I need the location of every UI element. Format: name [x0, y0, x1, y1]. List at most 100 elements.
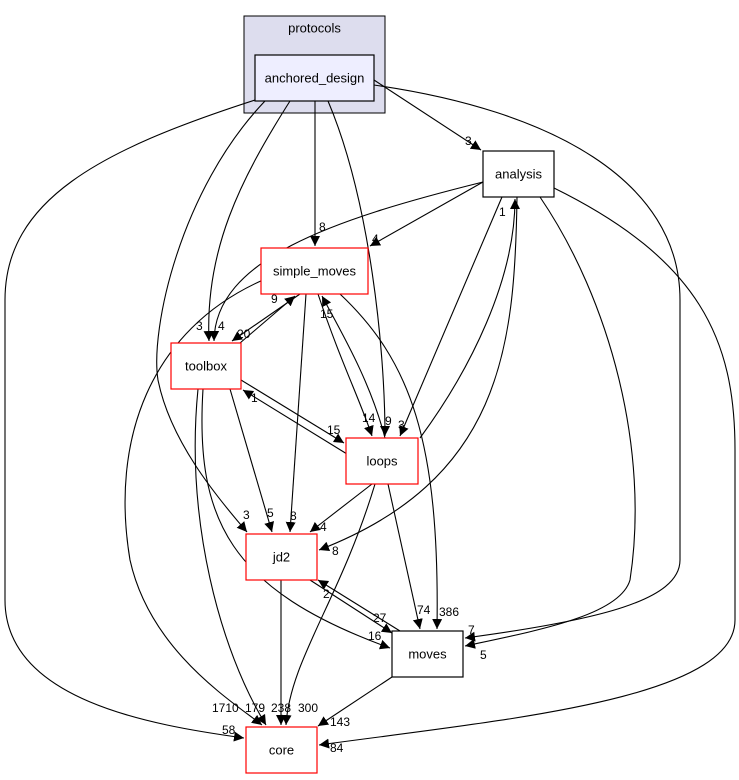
node-label: jd2: [272, 549, 290, 564]
node-jd2[interactable]: jd2: [245, 533, 318, 581]
edge-line: [327, 100, 390, 437]
edge-label[interactable]: 8: [290, 509, 297, 523]
edge-label[interactable]: 9: [271, 292, 278, 306]
edge-label[interactable]: 4: [320, 520, 327, 534]
node-box: [170, 342, 242, 390]
edge-analysis-to-toolbox[interactable]: [209, 181, 484, 342]
edge-label[interactable]: 1710: [212, 701, 239, 715]
edge-label[interactable]: 58: [222, 723, 236, 737]
edge-analysis-to-jd2[interactable]: [318, 196, 518, 552]
edge-anchored_design-to-core[interactable]: [4, 99, 256, 742]
edge-label[interactable]: 3: [398, 418, 405, 432]
edge-label[interactable]: 238: [271, 701, 291, 715]
edge-label[interactable]: 27: [373, 611, 387, 625]
edge-line: [242, 389, 348, 455]
node-toolbox[interactable]: toolbox: [170, 342, 242, 390]
edge-label[interactable]: 8: [319, 220, 326, 234]
edge-moves-to-core[interactable]: [317, 676, 393, 727]
edge-moves-to-jd2[interactable]: [317, 579, 401, 632]
edge-analysis-to-core[interactable]: [318, 187, 736, 749]
edge-label[interactable]: 1: [251, 391, 258, 405]
edge-anchored_design-to-moves[interactable]: [373, 84, 681, 642]
node-anchored_design[interactable]: anchored_design: [254, 54, 375, 102]
edge-analysis-to-simple_moves[interactable]: [369, 181, 484, 247]
edge-label[interactable]: 3: [465, 134, 472, 148]
edge-simple_moves-to-core[interactable]: [124, 279, 264, 726]
edge-label[interactable]: 20: [237, 327, 251, 341]
edge-analysis-to-moves[interactable]: [464, 196, 636, 649]
edge-label[interactable]: 15: [320, 307, 334, 321]
edge-label[interactable]: 143: [330, 715, 350, 729]
edge-anchored_design-to-jd2[interactable]: [156, 100, 266, 533]
cluster-label: protocols: [288, 20, 341, 35]
edge-toolbox-to-jd2[interactable]: [229, 388, 274, 533]
edge-loops-to-simple_moves[interactable]: [321, 295, 386, 439]
edge-label[interactable]: 3: [243, 508, 250, 522]
node-analysis[interactable]: analysis: [482, 150, 555, 198]
edge-line: [419, 198, 520, 439]
edge-toolbox-to-loops[interactable]: [240, 379, 345, 444]
edge-loops-to-analysis[interactable]: [419, 198, 520, 439]
edge-label[interactable]: 16: [368, 629, 382, 643]
edge-label[interactable]: 3: [196, 319, 203, 333]
node-box: [245, 726, 318, 774]
edge-line: [240, 379, 345, 444]
node-box: [245, 533, 318, 581]
edge-line: [201, 388, 391, 650]
edge-loops-to-moves[interactable]: [387, 483, 423, 630]
edge-line: [373, 84, 681, 642]
edge-line: [317, 676, 393, 727]
edge-label[interactable]: 15: [327, 423, 341, 437]
edge-toolbox-to-simple_moves[interactable]: [239, 295, 296, 344]
edge-label[interactable]: 14: [362, 411, 376, 425]
edge-label[interactable]: 9: [385, 414, 392, 428]
edge-toolbox-to-moves[interactable]: [201, 388, 391, 650]
edge-simple_moves-to-moves[interactable]: [339, 293, 443, 630]
node-box: [260, 247, 369, 295]
edge-line: [203, 100, 291, 342]
edge-label[interactable]: 84: [330, 741, 344, 755]
edge-label[interactable]: 2: [323, 587, 330, 601]
edge-loops-to-toolbox[interactable]: [242, 389, 348, 455]
edge-line: [464, 196, 636, 649]
edge-line: [309, 483, 373, 533]
edge-labels: 3839358744385842091415838617101515161791…: [196, 134, 506, 755]
edge-label[interactable]: 74: [417, 603, 431, 617]
edge-simple_moves-to-loops[interactable]: [317, 293, 374, 437]
edge-line: [239, 295, 296, 344]
edge-label[interactable]: 5: [267, 506, 274, 520]
edge-anchored_design-to-toolbox[interactable]: [203, 100, 291, 342]
edge-toolbox-to-core[interactable]: [194, 388, 267, 726]
edge-anchored_design-to-loops[interactable]: [327, 100, 390, 437]
edge-line: [318, 196, 518, 552]
edge-simple_moves-to-jd2[interactable]: [285, 293, 307, 533]
node-simple_moves[interactable]: simple_moves: [260, 247, 369, 295]
edge-label[interactable]: 1: [499, 205, 506, 219]
edge-line: [209, 181, 484, 342]
edge-label[interactable]: 5: [480, 648, 487, 662]
edge-line: [317, 293, 374, 437]
node-moves[interactable]: moves: [391, 630, 464, 678]
node-loops[interactable]: loops: [345, 437, 419, 485]
edge-label[interactable]: 179: [245, 701, 265, 715]
edge-label[interactable]: 4: [218, 319, 225, 333]
edge-line: [194, 388, 267, 726]
node-label: simple_moves: [273, 263, 357, 278]
edge-label[interactable]: 4: [372, 232, 379, 246]
edge-label[interactable]: 8: [332, 544, 339, 558]
edge-label[interactable]: 386: [439, 605, 459, 619]
node-label: core: [269, 742, 294, 757]
edge-line: [318, 187, 736, 749]
node-label: moves: [408, 646, 447, 661]
edge-label[interactable]: 7: [468, 623, 475, 637]
node-box: [391, 630, 464, 678]
edge-anchored_design-to-analysis[interactable]: [373, 79, 482, 151]
edge-loops-to-core[interactable]: [281, 483, 376, 726]
edge-loops-to-jd2[interactable]: [309, 483, 373, 533]
edge-label[interactable]: 300: [298, 701, 318, 715]
edge-line: [369, 181, 484, 247]
edge-analysis-to-loops[interactable]: [399, 196, 503, 437]
node-core[interactable]: core: [245, 726, 318, 774]
edge-line: [321, 295, 386, 439]
